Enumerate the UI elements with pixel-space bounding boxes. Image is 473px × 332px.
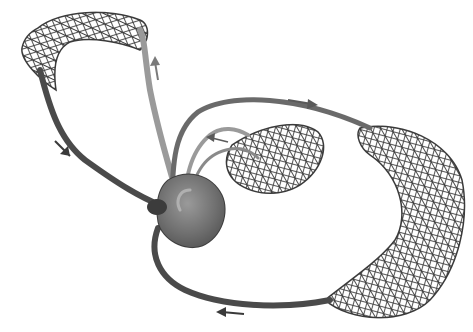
vessel-loop-upper-left-dark (40, 70, 160, 205)
heart (147, 174, 225, 247)
heart-atrium (147, 199, 167, 215)
capillary-bed-right (325, 126, 464, 317)
arrow-bottom-vessel (216, 307, 244, 317)
arrow-ascending-vessel (150, 56, 160, 80)
capillary-bed-middle (226, 125, 323, 194)
